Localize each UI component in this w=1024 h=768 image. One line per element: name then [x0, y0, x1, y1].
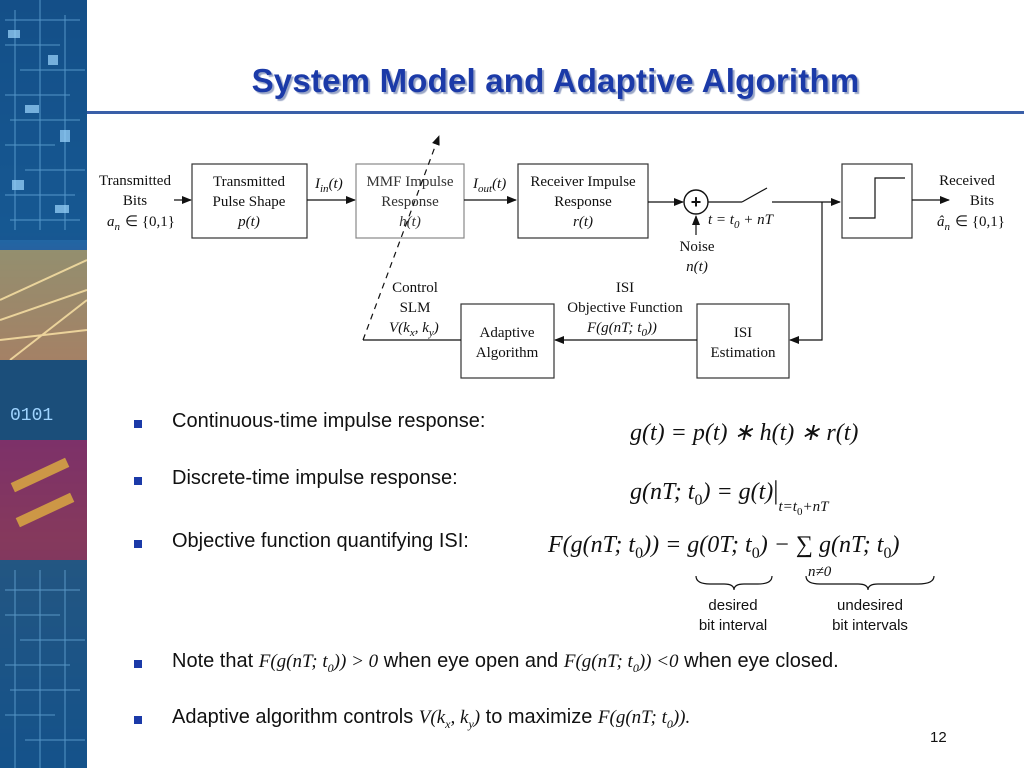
sampler-label: t = t0 + nT	[708, 212, 775, 231]
equation-discrete: g(nT; t0) = g(t)|t=t0+nT	[630, 476, 829, 518]
noise-line2: n(t)	[686, 259, 708, 275]
i-out-label: Iout(t)	[472, 176, 506, 195]
mmf-block	[355, 163, 465, 239]
control-line3: V(kx, ky)	[389, 320, 439, 339]
desired-label: desired bit interval	[698, 597, 768, 634]
adaptive-algorithm-block	[460, 303, 555, 379]
pulse-shape-line1: Transmitted	[213, 174, 285, 190]
pulse-shape-line3: p(t)	[237, 214, 260, 230]
adapt-mid: to maximize	[480, 706, 598, 728]
equation-objective: F(g(nT; t0)) = g(0T; t0) − ∑ g(nT; t0)	[548, 532, 900, 562]
bullet-marker-1	[134, 420, 142, 428]
received-line2: Bits	[970, 193, 994, 209]
desired-brace	[695, 575, 773, 591]
equation-continuous: g(t) = p(t) ∗ h(t) ∗ r(t)	[630, 420, 859, 446]
bullet-continuous-time: Continuous-time impulse response:	[172, 410, 486, 432]
mmf-line3: h(t)	[399, 214, 421, 230]
isi-estimation-block	[696, 303, 790, 379]
isi-label-line3: F(g(nT; t0))	[586, 320, 657, 339]
noise-line1: Noise	[680, 239, 715, 255]
pulse-shape-line2: Pulse Shape	[213, 194, 286, 210]
decorative-side-strip: 0101	[0, 0, 87, 768]
transmitted-bits-label: Transmitted Bits an ∈ {0,1}	[99, 173, 175, 233]
adder-symbol: +	[691, 192, 702, 212]
note-post: when eye closed.	[678, 650, 839, 672]
transmitted-set: ∈ {0,1}	[125, 214, 175, 230]
note-math1: F(g(nT; t0)) > 0	[258, 651, 379, 675]
receiver-line3: r(t)	[573, 214, 593, 230]
slide-title: System Model and Adaptive Algorithm	[251, 62, 860, 99]
slm-control-arrow	[362, 135, 440, 341]
receiver-block	[517, 163, 649, 239]
title-divider	[87, 111, 1024, 114]
isi-label-line2: Objective Function	[567, 300, 683, 316]
bullet-discrete-time: Discrete-time impulse response:	[172, 467, 458, 489]
pulse-shape-block	[191, 163, 308, 239]
svg-text:0101: 0101	[10, 406, 53, 426]
bullet-note: Note that F(g(nT; t0)) > 0 when eye open…	[172, 650, 839, 676]
feedback-line	[789, 202, 823, 344]
underbraces	[695, 575, 935, 591]
adaptive-line2: Algorithm	[476, 345, 539, 361]
sum-subscript: n≠0	[808, 564, 832, 580]
bullet-marker-2	[134, 477, 142, 485]
undesired-label: undesired bit intervals	[832, 597, 908, 634]
receiver-line1: Receiver Impulse	[530, 174, 636, 190]
i-in-label: Iin(t)	[314, 176, 343, 195]
isi-label-line1: ISI	[616, 280, 634, 296]
bullet-marker-5	[134, 716, 142, 724]
received-var: ân	[937, 214, 951, 233]
bullet-adaptive-controls: Adaptive algorithm controls V(kx, ky) to…	[172, 706, 690, 732]
note-math2: F(g(nT; t0)) <0	[563, 651, 679, 675]
isi-est-line2: Estimation	[711, 345, 776, 361]
adaptive-line1: Adaptive	[480, 325, 535, 341]
decision-block	[841, 163, 913, 239]
threshold-step-icon	[849, 177, 905, 219]
isi-est-line1: ISI	[734, 325, 752, 341]
transmitted-line2: Bits	[123, 193, 147, 209]
adapt-math1: V(kx, ky)	[418, 707, 481, 731]
note-mid: when eye open and	[378, 650, 564, 672]
bullet-objective-function: Objective function quantifying ISI:	[172, 530, 469, 552]
bullet-marker-3	[134, 540, 142, 548]
received-set: ∈ {0,1}	[955, 214, 1005, 230]
received-line1: Received	[939, 173, 995, 189]
sampler-switch	[741, 187, 768, 203]
adapt-math2: F(g(nT; t0)).	[597, 707, 691, 731]
note-pre: Note that	[172, 650, 259, 672]
receiver-line2: Response	[554, 194, 612, 210]
side-strip-graphic: 0101	[0, 0, 87, 768]
bullet-marker-4	[134, 660, 142, 668]
transmitted-var: an	[107, 214, 121, 233]
mmf-line2: Response	[381, 194, 439, 210]
page-number: 12	[930, 729, 947, 746]
system-block-diagram: Transmitted Bits an ∈ {0,1} Transmitted …	[99, 135, 1005, 379]
mmf-line1: MMF Impulse	[366, 174, 453, 190]
transmitted-line1: Transmitted	[99, 173, 171, 189]
undesired-brace	[805, 575, 935, 591]
adapt-pre: Adaptive algorithm controls	[172, 706, 419, 728]
control-line1: Control	[392, 280, 438, 296]
control-line2: SLM	[400, 300, 431, 316]
